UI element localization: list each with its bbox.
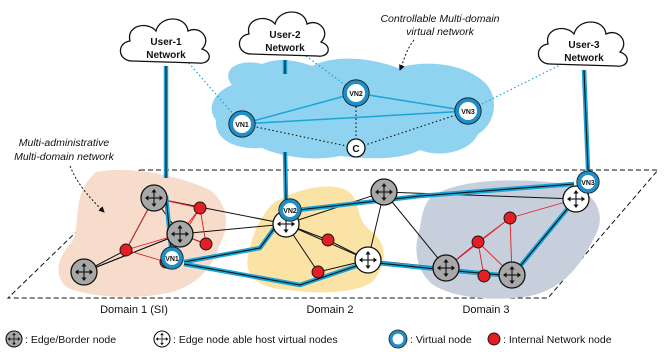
internal-node-r7 [503,211,517,225]
legend-internal-node-text: : Internal Network node [503,334,612,346]
hosted-vn1-node-label: VN1 [165,256,179,263]
vn-caption-line1: Controllable Multi-domain [380,13,499,25]
internal-node-r4 [199,237,213,251]
legend-internal-node-icon [487,332,501,346]
internal-node-r1 [193,201,207,215]
physical-link-D-E [383,191,577,200]
hosted-vn2-node-label: VN2 [283,208,297,215]
md-caption-line2: Multi-domain network [14,151,115,163]
internal-node-r8 [471,235,485,249]
internal-node-r5 [321,233,335,247]
user3-label-line1: User-3 [568,40,600,51]
virtual-link-vn1-vn3 [241,110,469,125]
dotted-user3-vn3 [467,63,563,112]
virtual-network-cloud [211,58,495,159]
legend-edge-border-text: : Edge/Border node [25,334,116,346]
user2-label-line1: User-2 [269,30,301,41]
controller-label: C [352,144,359,155]
hosted-vn3-node-label: VN3 [581,180,595,187]
controller-node [346,138,366,158]
vn1-virtual-node [229,111,255,137]
hosted-vn2-node [279,199,301,221]
md-caption-line1: Multi-administrative [19,137,110,149]
domain-3-label: Domain 3 [462,304,509,316]
domain-2-label: Domain 2 [306,304,353,316]
internal-node-r6 [311,265,325,279]
internal-node-r9 [477,269,491,283]
domain-3-region [416,180,600,299]
user1-label-line2: Network [146,50,186,61]
multi-domain-boundary [6,169,660,299]
internal-node-r2 [119,243,133,257]
legend-virtual-node-icon [389,330,407,348]
internal-link-r7-r8 [477,217,511,243]
uplink-user3-core [583,69,589,171]
vn-path-d2-d3-core [297,183,575,211]
physical-link-D-I [383,191,447,269]
vn2-virtual-node-label: VN2 [349,91,363,98]
user1-label-line1: User-1 [150,37,182,48]
hosted-vn3-node-outline [576,170,600,194]
legend-edge-host-text: : Edge node able host virtual nodes [173,334,338,346]
vn2-virtual-node [343,80,369,106]
vn-caption-line2: virtual network [406,26,474,38]
domain-1-label: Domain 1 (SI) [100,304,168,316]
vn3-virtual-node-outline [454,97,482,125]
legend-virtual-node-outline [388,329,408,349]
physical-link-B-G [179,223,287,235]
uplink-user2-bottom-core [284,151,287,201]
virtual-link-vn1-vn2 [241,92,357,125]
vn3-virtual-node [455,98,481,124]
vn-caption-arrow [399,39,415,71]
legend-virtual-node-text: : Virtual node [410,334,472,346]
hosted-vn1-node [161,247,183,269]
physical-link-G-F [83,233,181,273]
vn1-virtual-node-label: VN1 [235,122,249,129]
internal-link-r2-r3 [125,249,167,263]
md-caption-arrow [69,165,105,213]
controller-link-vn1 [241,123,357,149]
vn-path-bottom-core [183,195,579,286]
vn3-virtual-node-label: VN3 [461,109,475,116]
hosted-vn2-node-outline [278,198,302,222]
virtual-link-vn2-vn3 [355,92,469,112]
vn2-virtual-node-outline [342,79,370,107]
vn1-virtual-node-outline [228,110,256,138]
hosted-vn3-node [577,171,599,193]
user2-label-line2: Network [265,43,305,54]
user3-label-line2: Network [564,53,604,64]
hosted-vn1-node-outline [160,246,184,270]
